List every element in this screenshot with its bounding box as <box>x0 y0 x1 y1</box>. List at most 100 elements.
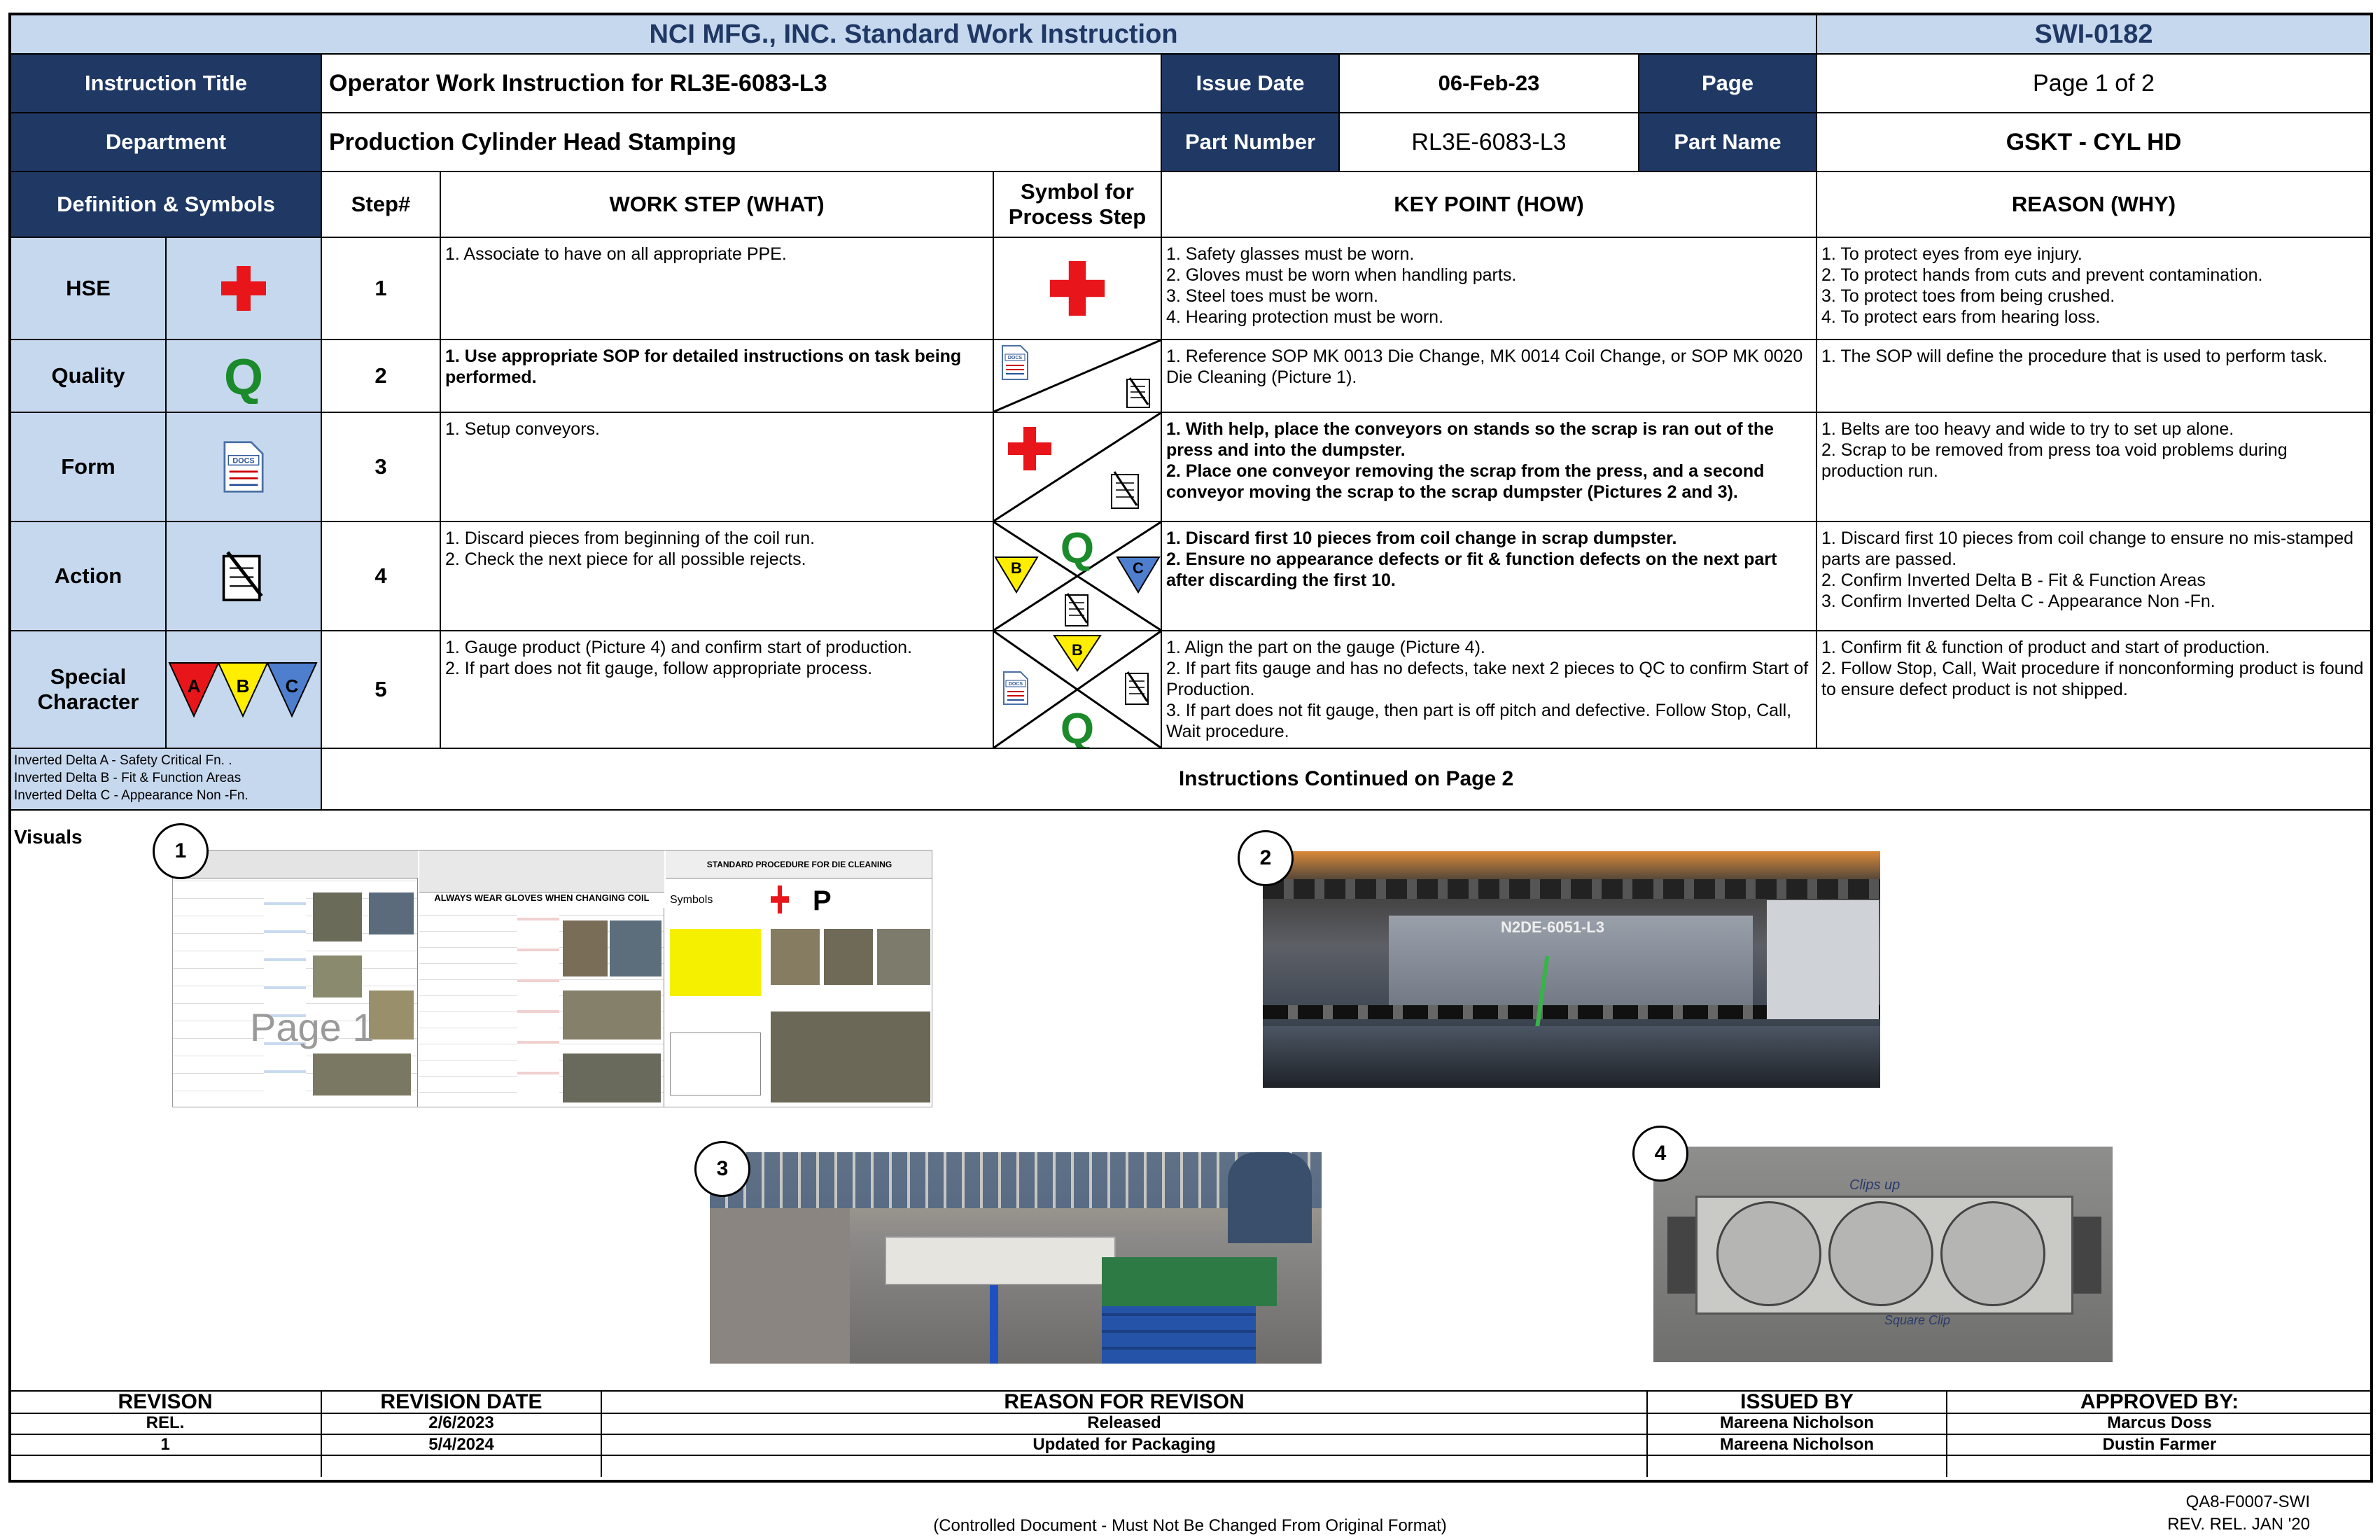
svg-text:C: C <box>286 676 299 696</box>
document-icon: DOCS <box>1003 671 1028 705</box>
process-symbol-1 <box>993 237 1162 340</box>
picture-4-gauge: Clips up Square Clip <box>1653 1147 2113 1362</box>
rev-row2-reason: Updated for Packaging <box>601 1435 1646 1456</box>
work-step-header: WORK STEP (WHAT) <box>440 171 994 238</box>
value-text: Production Cylinder Head Stamping <box>329 128 736 155</box>
department-value: Production Cylinder Head Stamping <box>321 112 1162 172</box>
rev-row3-issued-by <box>1646 1456 1946 1477</box>
svg-text:B: B <box>1072 641 1083 659</box>
delta-legend: Inverted Delta A - Safety Critical Fn. .… <box>10 748 322 811</box>
delta-a-icon: A <box>168 662 220 718</box>
rev-header-date: REVISION DATE <box>321 1390 601 1414</box>
process-symbol-5: B DOCS Q <box>993 630 1162 753</box>
split-symbol-doc-action: DOCS <box>993 339 1161 413</box>
label-text: Part Number <box>1184 130 1316 154</box>
step-number-2: 2 <box>321 339 441 413</box>
picture-2-press-conveyor: N2DE-6051-L3 <box>1263 851 1880 1088</box>
doc-number: SWI-0182 <box>1816 14 2372 55</box>
symbols-label: Symbols <box>670 894 713 906</box>
picture-3-conveyor-bins <box>710 1152 1322 1364</box>
issue-date-label: Issue Date <box>1161 53 1340 113</box>
symbol-label-text: Action <box>54 564 122 588</box>
step-number-text: 4 <box>374 564 387 588</box>
q-letter-icon: Q <box>1060 524 1094 573</box>
symbol-icon-cell-quality: Q <box>165 339 322 413</box>
header-text: Definition & Symbols <box>57 192 275 216</box>
part-name-label: Part Name <box>1638 112 1817 172</box>
svg-text:C: C <box>1133 559 1144 577</box>
revision-table: REVISON REVISION DATE REASON FOR REVISON… <box>10 1390 2372 1481</box>
delta-b-icon: B <box>994 556 1039 594</box>
rev-row3-revision <box>10 1456 321 1477</box>
key-point-header: KEY POINT (HOW) <box>1161 171 1817 238</box>
step-number-text: 5 <box>374 677 387 701</box>
work-step-3: 1. Setup conveyors. <box>440 412 994 522</box>
rev-row3-reason <box>601 1456 1646 1477</box>
gauge-note-clips-up: Clips up <box>1849 1177 1900 1193</box>
work-step-2: 1. Use appropriate SOP for detailed inst… <box>440 339 994 413</box>
checklist-pen-icon <box>1126 377 1150 408</box>
symbol-icon-cell-special-character: A B C <box>165 630 322 749</box>
svg-text:Q: Q <box>224 349 263 404</box>
delta-c-icon: C <box>266 662 318 718</box>
step-number-3: 3 <box>321 412 441 522</box>
rev-row2-approved-by: Dustin Farmer <box>1946 1435 2372 1456</box>
doc-number-text: SWI-0182 <box>2034 19 2153 49</box>
instruction-title-label: Instruction Title <box>10 53 322 113</box>
rev-row1-issued-by: Mareena Nicholson <box>1646 1413 1946 1435</box>
q-letter-icon: Q <box>224 349 263 404</box>
process-symbol-2: DOCS <box>993 339 1162 413</box>
svg-text:A: A <box>188 676 201 696</box>
rev-release: REV. REL. JAN '20 <box>2167 1515 2310 1534</box>
key-point-3: 1. With help, place the conveyors on sta… <box>1161 412 1817 522</box>
rev-row2-issued-by: Mareena Nicholson <box>1646 1435 1946 1456</box>
reason-3: 1. Belts are too heavy and wide to try t… <box>1816 412 2372 522</box>
rev-row3-approved-by <box>1946 1456 2372 1477</box>
issue-date-value: 06-Feb-23 <box>1338 53 1639 113</box>
controlled-document-note: (Controlled Document - Must Not Be Chang… <box>933 1516 1447 1535</box>
quad-symbol-b-doc-action-q: B DOCS Q <box>993 630 1161 753</box>
picture-4-number: 4 <box>1632 1126 1688 1182</box>
q-letter-icon: Q <box>1060 705 1094 748</box>
visuals-label: Visuals <box>14 826 83 848</box>
document-icon: DOCS <box>223 441 264 493</box>
header-text: Step# <box>351 192 411 216</box>
symbol-label-text: HSE <box>66 276 111 300</box>
part-number-label: Part Number <box>1161 112 1340 172</box>
page-watermark: Page 1 <box>250 1005 374 1049</box>
sop-page-die-cleaning: STANDARD PROCEDURE FOR DIE CLEANING Symb… <box>666 850 932 1107</box>
checklist-pen-icon <box>222 551 263 601</box>
continued-text: Instructions Continued on Page 2 <box>1178 767 1514 790</box>
step-number-text: 1 <box>374 276 387 300</box>
label-text: Department <box>105 130 227 154</box>
symbol-label-action: Action <box>10 521 167 631</box>
header-text: REASON (WHY) <box>2011 192 2176 216</box>
symbol-label-quality: Quality <box>10 339 167 413</box>
svg-text:DOCS: DOCS <box>1008 356 1023 360</box>
symbol-label-special-character: Special Character <box>10 630 167 749</box>
picture-1-sop-thumbnails: Page 1 ALWAYS WEAR GLOVES WHEN CHANGING … <box>172 850 932 1107</box>
key-point-4: 1. Discard first 10 pieces from coil cha… <box>1161 521 1817 631</box>
part-name-value: GSKT - CYL HD <box>1816 112 2372 172</box>
definitions-header: Definition & Symbols <box>10 171 322 238</box>
company-title: NCI MFG., INC. Standard Work Instruction <box>10 14 1817 55</box>
work-step-4: 1. Discard pieces from beginning of the … <box>440 521 994 631</box>
label-text: Page <box>1701 71 1754 95</box>
value-text: GSKT - CYL HD <box>2005 128 2182 155</box>
header-text: KEY POINT (HOW) <box>1394 192 1584 216</box>
picture-2-number: 2 <box>1238 830 1294 886</box>
red-cross-icon <box>1008 427 1051 470</box>
value-text: Page 1 of 2 <box>2033 69 2155 97</box>
work-step-1: 1. Associate to have on all appropriate … <box>440 237 994 340</box>
value-text: RL3E-6083-L3 <box>1411 128 1567 155</box>
process-symbol-3 <box>993 412 1162 522</box>
reason-5: 1. Confirm fit & function of product and… <box>1816 630 2372 749</box>
rev-row1-approved-by: Marcus Doss <box>1946 1413 2372 1435</box>
symbol-label-text: Form <box>61 454 115 479</box>
value-text: 06-Feb-23 <box>1438 71 1540 95</box>
delta-b-icon: B <box>1053 635 1102 672</box>
step-number-text: 2 <box>374 363 387 388</box>
key-point-1: 1. Safety glasses must be worn. 2. Glove… <box>1161 237 1817 340</box>
reason-1: 1. To protect eyes from eye injury. 2. T… <box>1816 237 2372 340</box>
split-symbol-hse-action <box>993 412 1161 522</box>
